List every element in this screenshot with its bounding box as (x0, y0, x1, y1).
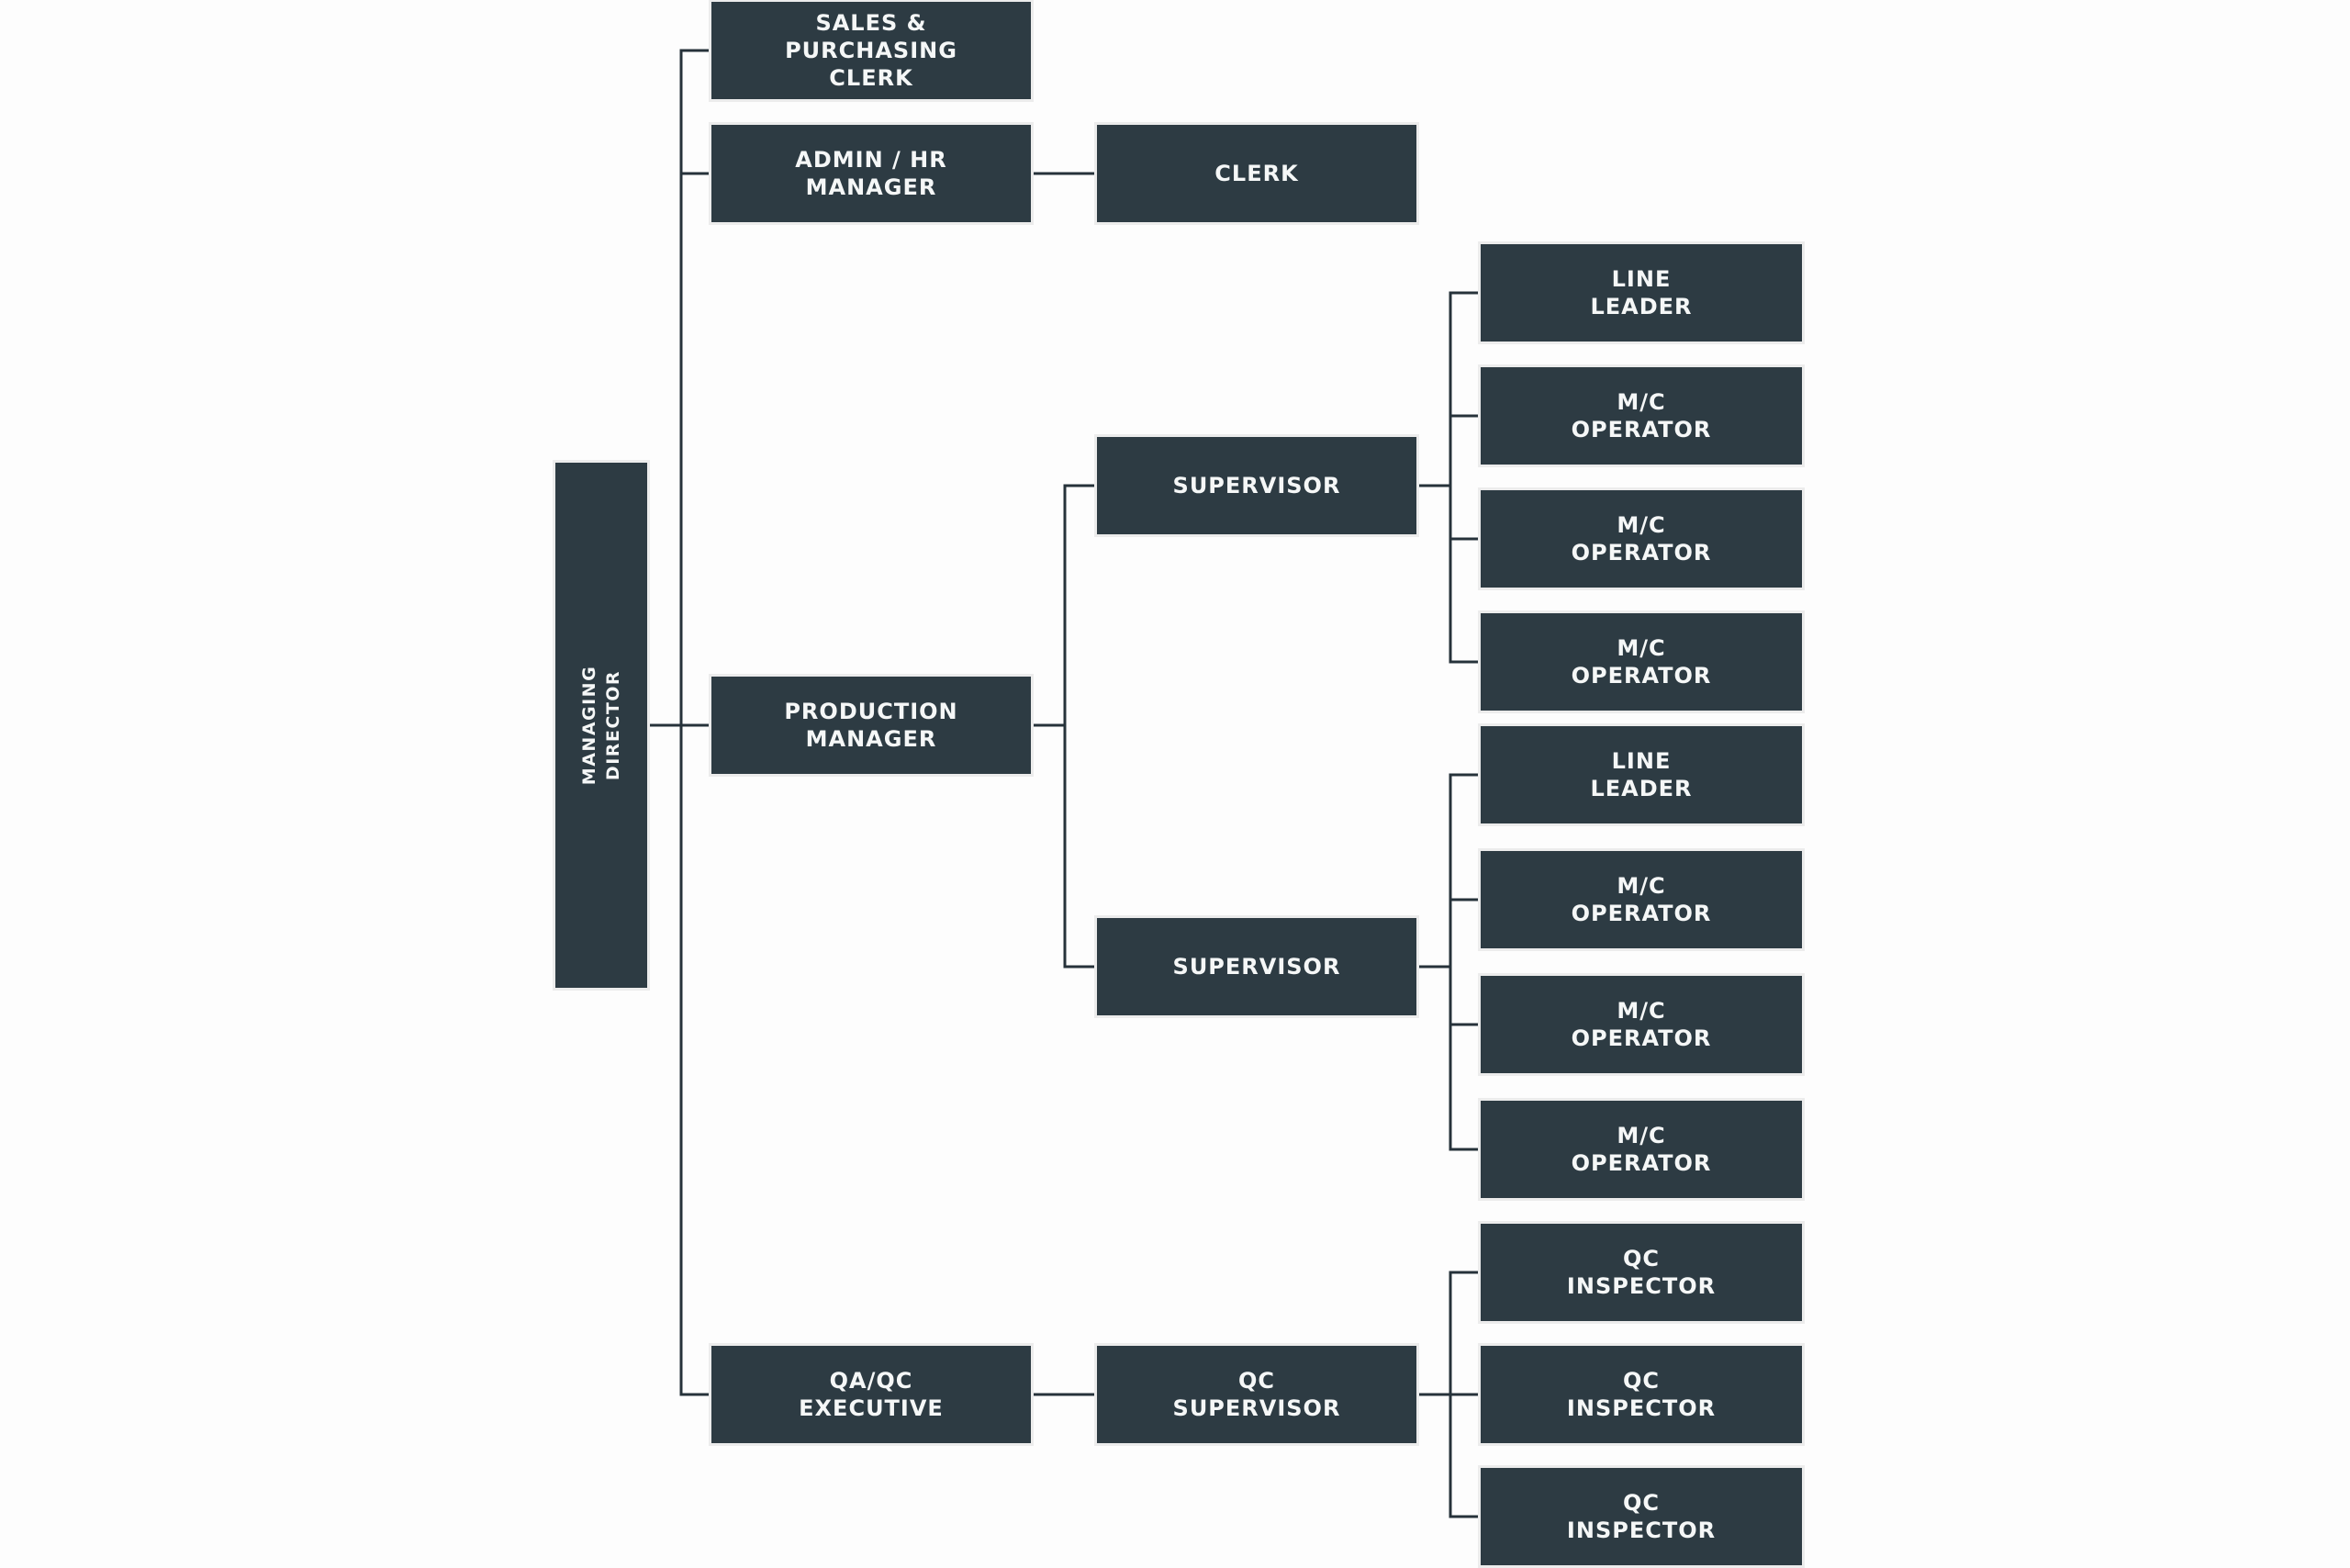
org-node-mc-operator-2c[interactable]: M/C OPERATOR (1478, 1098, 1805, 1201)
org-node-label-qc-supervisor: QC SUPERVISOR (1172, 1368, 1341, 1421)
org-node-label-mc-operator-2c: M/C OPERATOR (1571, 1123, 1712, 1176)
org-node-production-manager[interactable]: PRODUCTION MANAGER (709, 674, 1034, 777)
org-node-line-leader-2[interactable]: LINE LEADER (1478, 723, 1805, 826)
org-node-supervisor-2[interactable]: SUPERVISOR (1094, 915, 1419, 1018)
org-node-label-qc-inspector-2: QC INSPECTOR (1566, 1368, 1717, 1421)
org-node-managing-director[interactable]: MANAGING DIRECTOR (553, 460, 650, 991)
org-node-label-mc-operator-1c: M/C OPERATOR (1571, 635, 1712, 689)
org-node-qa-qc-executive[interactable]: QA/QC EXECUTIVE (709, 1343, 1034, 1446)
org-node-line-leader-1[interactable]: LINE LEADER (1478, 241, 1805, 344)
org-node-qc-inspector-2[interactable]: QC INSPECTOR (1478, 1343, 1805, 1446)
org-node-label-supervisor-2: SUPERVISOR (1172, 954, 1341, 980)
connector-supervisor-1-line-leader-1 (1416, 291, 1481, 487)
org-node-admin-hr-manager[interactable]: ADMIN / HR MANAGER (709, 122, 1034, 225)
org-node-qc-inspector-3[interactable]: QC INSPECTOR (1478, 1465, 1805, 1568)
connector-supervisor-2-mc-operator-2a (1416, 898, 1481, 969)
connector-production-manager-supervisor-1 (1031, 484, 1097, 727)
org-node-sales-purchasing-clerk[interactable]: SALES & PURCHASING CLERK (709, 0, 1034, 102)
connector-supervisor-1-mc-operator-1c (1416, 484, 1481, 664)
connector-supervisor-2-mc-operator-2c (1416, 965, 1481, 1151)
org-node-label-qa-qc-executive: QA/QC EXECUTIVE (799, 1368, 944, 1421)
org-node-label-supervisor-1: SUPERVISOR (1172, 473, 1341, 498)
connector-qc-supervisor-qc-inspector-1 (1416, 1271, 1481, 1396)
org-node-label-mc-operator-2b: M/C OPERATOR (1571, 998, 1712, 1051)
org-node-label-line-leader-2: LINE LEADER (1590, 748, 1693, 801)
connector-managing-director-admin-hr-manager (647, 172, 711, 727)
org-node-mc-operator-1a[interactable]: M/C OPERATOR (1478, 364, 1805, 467)
connector-supervisor-2-line-leader-2 (1416, 773, 1481, 969)
org-node-label-qc-inspector-3: QC INSPECTOR (1566, 1490, 1717, 1543)
org-node-label-managing-director: MANAGING DIRECTOR (579, 665, 624, 786)
org-node-mc-operator-2b[interactable]: M/C OPERATOR (1478, 973, 1805, 1076)
connector-qc-supervisor-qc-inspector-3 (1416, 1393, 1481, 1518)
connector-managing-director-qa-qc-executive (647, 723, 711, 1396)
org-node-label-sales-purchasing-clerk: SALES & PURCHASING CLERK (785, 10, 957, 91)
org-node-label-mc-operator-1b: M/C OPERATOR (1571, 512, 1712, 566)
connector-supervisor-1-mc-operator-1b (1416, 484, 1481, 541)
org-node-mc-operator-2a[interactable]: M/C OPERATOR (1478, 848, 1805, 951)
org-node-label-mc-operator-1a: M/C OPERATOR (1571, 389, 1712, 442)
org-node-label-clerk: CLERK (1214, 161, 1299, 186)
connector-production-manager-supervisor-2 (1031, 723, 1097, 969)
org-node-mc-operator-1c[interactable]: M/C OPERATOR (1478, 610, 1805, 713)
connector-supervisor-1-mc-operator-1a (1416, 414, 1481, 487)
org-node-supervisor-1[interactable]: SUPERVISOR (1094, 434, 1419, 537)
org-node-label-mc-operator-2a: M/C OPERATOR (1571, 873, 1712, 926)
org-node-clerk[interactable]: CLERK (1094, 122, 1419, 225)
org-node-qc-inspector-1[interactable]: QC INSPECTOR (1478, 1221, 1805, 1324)
org-node-qc-supervisor[interactable]: QC SUPERVISOR (1094, 1343, 1419, 1446)
org-node-mc-operator-1b[interactable]: M/C OPERATOR (1478, 487, 1805, 590)
connector-managing-director-sales-purchasing-clerk (647, 49, 711, 727)
org-node-label-production-manager: PRODUCTION MANAGER (784, 699, 958, 752)
org-node-label-admin-hr-manager: ADMIN / HR MANAGER (795, 147, 947, 200)
org-node-label-qc-inspector-1: QC INSPECTOR (1566, 1246, 1717, 1299)
org-node-label-line-leader-1: LINE LEADER (1590, 266, 1693, 319)
connector-supervisor-2-mc-operator-2b (1416, 965, 1481, 1026)
